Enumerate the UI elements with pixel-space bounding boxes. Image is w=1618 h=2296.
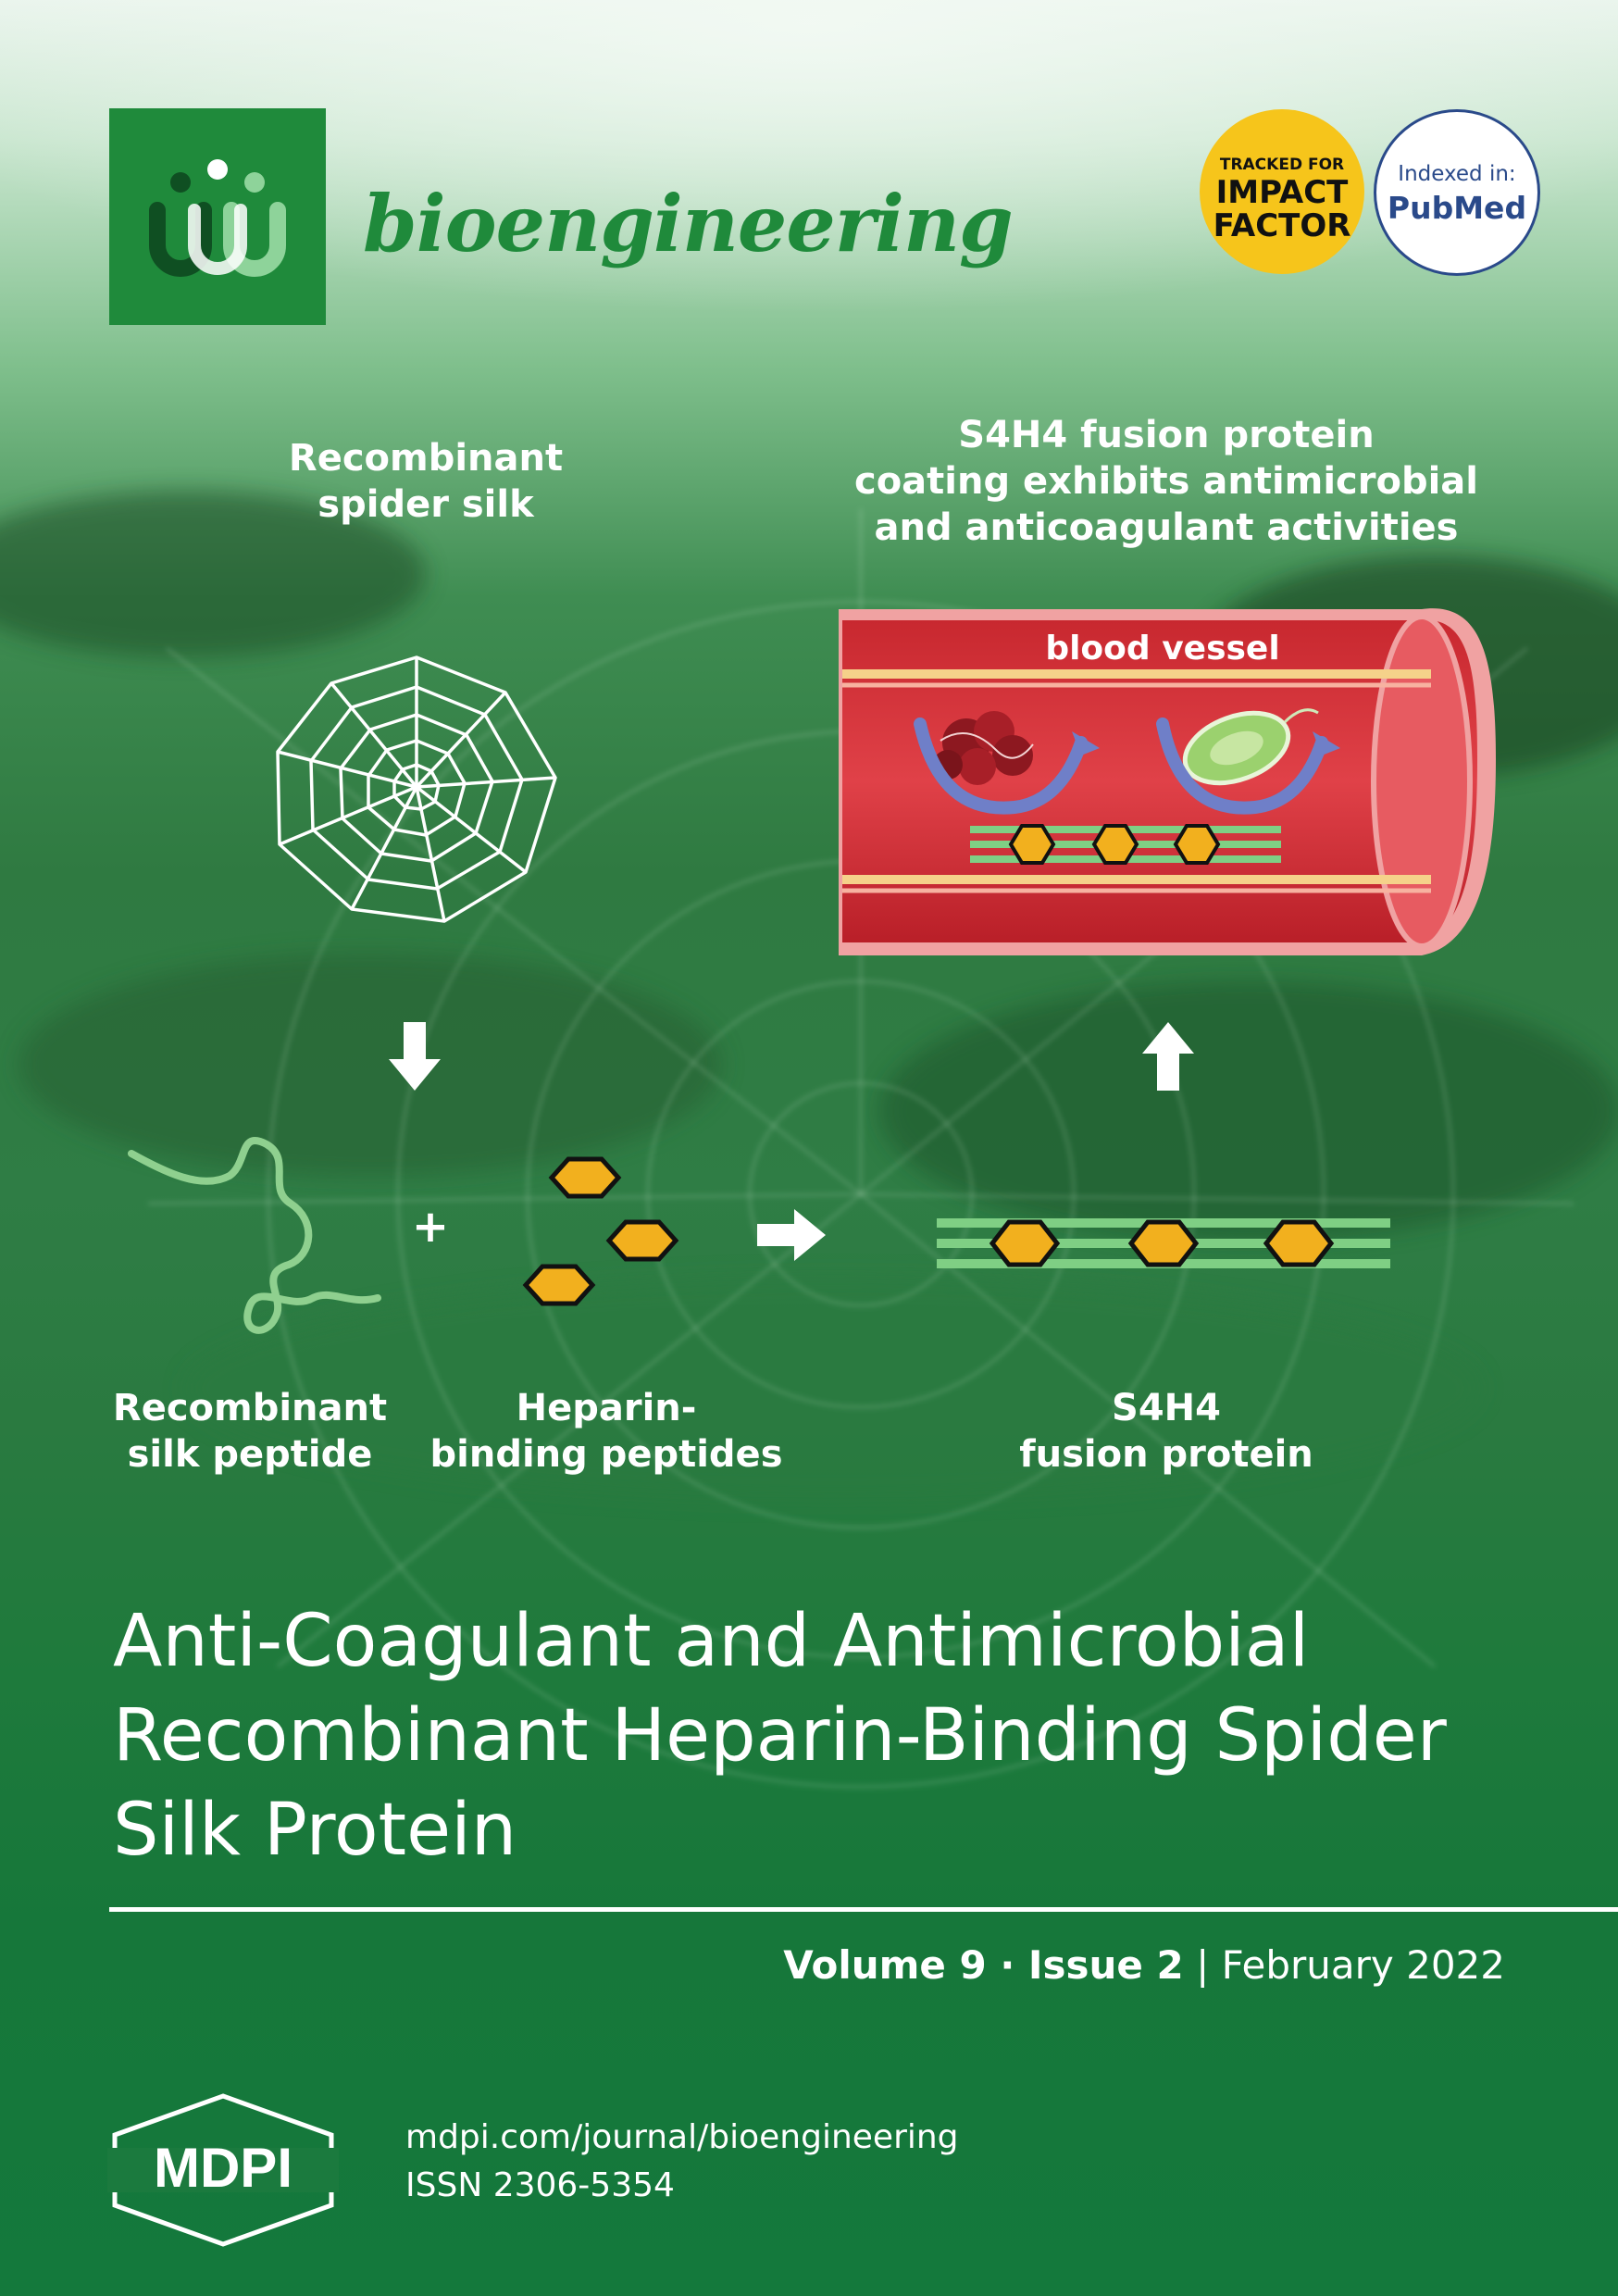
spider-web-icon (276, 655, 557, 923)
blood-clot-icon (933, 711, 1034, 785)
heparin-label-line1: Heparin- (516, 1387, 697, 1429)
blood-vessel-illustration (839, 608, 1496, 955)
article-title-line2: Recombinant Heparin-Binding Spider (113, 1694, 1447, 1778)
journal-url[interactable]: mdpi.com/journal/bioengineering (405, 2118, 959, 2156)
pubmed-badge-line2: PubMed (1387, 190, 1527, 226)
result-label-line3: and anticoagulant activities (874, 506, 1459, 549)
article-title-line3: Silk Protein (113, 1789, 517, 1872)
silk-peptide-icon (128, 1137, 381, 1334)
journal-name: bioengineering (363, 178, 1014, 269)
silk-peptide-label-line1: Recombinant (112, 1387, 388, 1429)
issn: ISSN 2306-5354 (405, 2166, 675, 2204)
impact-badge-line1: TRACKED FOR (1219, 156, 1345, 174)
arrow-head-icon (1313, 731, 1340, 755)
spider-silk-label-line2: spider silk (317, 483, 534, 526)
result-label: S4H4 fusion protein coating exhibits ant… (796, 412, 1537, 551)
issue-separator: | (1196, 1942, 1210, 1988)
journal-logo-icon (149, 159, 286, 277)
result-label-line1: S4H4 fusion protein (958, 414, 1375, 456)
arrow-right-icon (757, 1209, 826, 1261)
issue-date: February 2022 (1221, 1942, 1505, 1988)
heparin-label-line2: binding peptides (429, 1433, 783, 1476)
silk-peptide-label: Recombinant silk peptide (102, 1385, 398, 1478)
mdpi-logo-text: MDPI (154, 2137, 292, 2199)
arrow-down-icon (389, 1022, 441, 1091)
blood-vessel-label: blood vessel (1045, 630, 1280, 668)
mdpi-logo: MDPI (107, 2093, 339, 2247)
fusion-label-line1: S4H4 (1112, 1387, 1221, 1429)
repel-arrows (914, 718, 1328, 815)
fusion-protein-label: S4H4 fusion protein (1000, 1385, 1333, 1478)
volume-issue: Volume 9 · Issue 2 (783, 1942, 1184, 1988)
impact-factor-badge: TRACKED FOR IMPACT FACTOR (1200, 109, 1364, 274)
heparin-peptides-label: Heparin- binding peptides (417, 1385, 796, 1478)
silk-peptide-label-line2: silk peptide (127, 1433, 373, 1476)
plus-sign: + (411, 1201, 450, 1253)
article-title-line1: Anti-Coagulant and Antimicrobial (113, 1600, 1310, 1683)
vessel-coating-protein (970, 824, 1281, 865)
heparin-peptides-icon (522, 1156, 679, 1306)
pubmed-badge: Indexed in: PubMed (1374, 109, 1540, 276)
pubmed-badge-line1: Indexed in: (1398, 162, 1516, 186)
fusion-protein-icon (937, 1218, 1390, 1268)
arrow-head-icon (1072, 731, 1100, 755)
result-label-line2: coating exhibits antimicrobial (853, 460, 1479, 503)
article-title: Anti-Coagulant and Antimicrobial Recombi… (113, 1594, 1557, 1878)
fusion-label-line2: fusion protein (1019, 1433, 1313, 1476)
spider-silk-label: Recombinant spider silk (241, 435, 611, 528)
journal-logo (109, 108, 326, 325)
impact-badge-line3: FACTOR (1213, 207, 1351, 244)
arrow-up-icon (1142, 1022, 1194, 1091)
spider-silk-label-line1: Recombinant (288, 437, 564, 480)
impact-badge-line2: IMPACT (1215, 174, 1349, 211)
title-divider (109, 1907, 1618, 1912)
issue-info: Volume 9 · Issue 2 | February 2022 (783, 1942, 1505, 1988)
bacterium-icon (1182, 708, 1319, 786)
